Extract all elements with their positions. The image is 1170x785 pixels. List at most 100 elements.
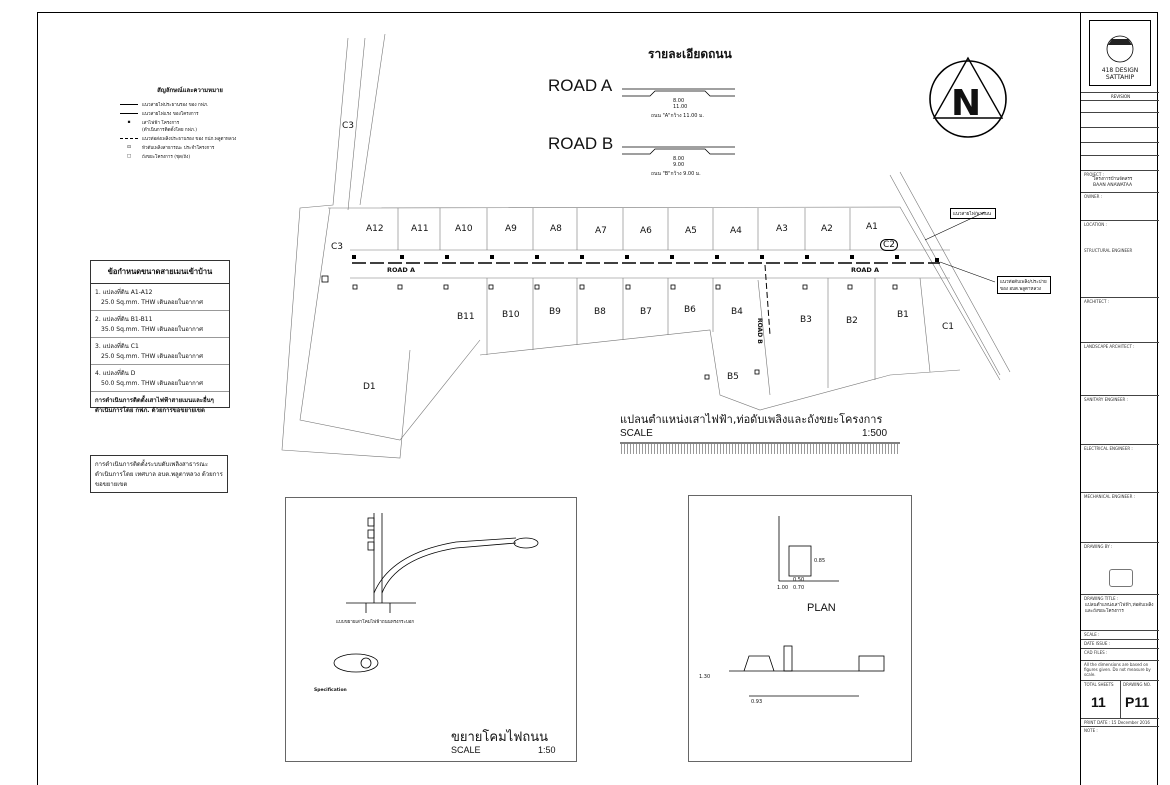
cable-spec: 25.0 Sq.mm. THW เดินลอยในอากาศ (101, 353, 203, 360)
revision-label: REVISION (1111, 94, 1131, 99)
lot-label: B11 (457, 312, 475, 322)
table-row: 3. แปลงที่ดิน C1 25.0 Sq.mm. THW เดินลอย… (91, 338, 229, 365)
road-b-total: 9.00 (673, 162, 685, 168)
lot-label: D1 (363, 382, 376, 392)
lot-label: B3 (800, 315, 812, 325)
road-a-total: 11.00 (673, 104, 688, 110)
lot-label: A5 (685, 226, 697, 236)
lot-label: A2 (821, 224, 833, 234)
drawing-title: แปลนตำแหน่งเสาไฟฟ้า,ท่อดับเพลิง และถังขย… (1085, 603, 1154, 614)
legend-item: แนวท่อส่งเพลิงประธานรอง ของ กปภ.พลูตาหลว… (142, 137, 237, 142)
lamp-scale-value: 1:50 (538, 745, 556, 755)
lot-label: B6 (684, 305, 696, 315)
site-plan-scale-label: SCALE (620, 428, 653, 439)
cable-lot: 2. แปลงที่ดิน B1-B11 (95, 316, 153, 323)
drawn-by-label: DRAWING BY : (1084, 544, 1113, 549)
trash-plan-label: PLAN (807, 602, 836, 614)
road-a-width: 8.00 (673, 98, 685, 104)
lot-label: A9 (505, 224, 517, 234)
firm-logo-icon (1106, 35, 1134, 63)
road-b-width: 8.00 (673, 156, 685, 162)
signature (1109, 569, 1133, 587)
road-b-label: ROAD B (548, 134, 614, 153)
legend-title: สัญลักษณ์และความหมาย (157, 87, 223, 94)
legend: สัญลักษณ์และความหมาย แนวสายไฟประธานรอง ข… (120, 85, 260, 160)
location-label: LOCATION : (1084, 222, 1107, 227)
cable-spec: 50.0 Sq.mm. THW เดินลอยในอากาศ (101, 380, 203, 387)
road-detail-title: รายละเอียดถนน (648, 47, 732, 61)
lot-label: A1 (866, 222, 878, 232)
cable-table-footer: การดำเนินการติดตั้งเสาไฟฟ้าสายเมนและอื่น… (95, 397, 214, 414)
total-sheets-label: TOTAL SHEETS (1084, 682, 1114, 687)
lot-label: B5 (727, 372, 739, 382)
lamp-caption: แบบขยายเสาโคมไฟฟ้าถนนทรงกระบอก (336, 620, 415, 625)
project-label: PROJECT : (1084, 172, 1104, 177)
dim-label: 0.85 (814, 558, 826, 564)
lot-label: B4 (731, 307, 743, 317)
firm-logo: 418 DESIGN SATTAHIP (1089, 20, 1151, 86)
owner-label: OWNER : (1084, 194, 1103, 199)
dim-label: 0.70 (793, 585, 805, 591)
dim-label: 0.50 (793, 577, 805, 583)
road-a-label-plan: ROAD A (387, 266, 416, 274)
legend-item: แนวสายไฟแรง ของโครงการ (142, 112, 199, 117)
road-a-label: ROAD A (548, 76, 613, 95)
lot-label: A8 (550, 224, 562, 234)
road-a-caption: ถนน "A"กว้าง 11.00 ม. (651, 113, 704, 119)
site-plan-title: แปลนตำแหน่งเสาไฟฟ้า,ท่อดับเพลิงและถังขยะ… (620, 413, 883, 426)
lot-label: B1 (897, 310, 909, 320)
road-a-label-plan: ROAD A (851, 266, 880, 274)
dim-label: 1.30 (699, 674, 711, 680)
trash-bin-detail: 1.00 0.70 0.50 0.85 0.93 1.30 PLAN (688, 495, 912, 762)
legend-item: ถังขยะโครงการ (ชุด/ถัง) (142, 155, 191, 160)
table-row: 1. แปลงที่ดิน A1-A12 25.0 Sq.mm. THW เดิ… (91, 284, 229, 311)
table-row: 2. แปลงที่ดิน B1-B11 35.0 Sq.mm. THW เดิ… (91, 311, 229, 338)
cad-label: CAD FILES : (1084, 650, 1108, 655)
legend-item: เสาไฟฟ้า โครงการ (142, 121, 180, 126)
lot-label: C3 (331, 242, 344, 252)
electrical-label: ELECTRICAL ENGINEER : (1084, 446, 1133, 451)
lot-label: B10 (502, 310, 520, 320)
lamp-spec-title: Specification (314, 688, 347, 693)
lot-label: A11 (411, 224, 429, 234)
road-b-caption: ถนน "B"กว้าง 9.00 ม. (651, 171, 701, 177)
fire-hydrant-note: การดำเนินการติดตั้งระบบดับเพลิงสาธารณะ ด… (90, 455, 228, 493)
lot-label: A7 (595, 226, 607, 236)
dim-label: 0.93 (751, 699, 763, 705)
lot-label: B8 (594, 307, 606, 317)
cable-spec: 35.0 Sq.mm. THW เดินลอยในอากาศ (101, 326, 203, 333)
street-lamp-drawing (333, 513, 539, 673)
lot-label: A12 (366, 224, 384, 234)
architect-label: ARCHITECT : (1084, 299, 1110, 304)
total-sheets: 11 (1091, 694, 1106, 710)
lot-label: B7 (640, 307, 652, 317)
dim-label: 1.00 (777, 585, 789, 591)
scale-label: SCALE : (1084, 632, 1100, 637)
lot-label: B2 (846, 316, 858, 326)
lot-label: B9 (549, 307, 561, 317)
firm-city: SATTAHIP (1105, 74, 1135, 81)
cable-spec-table: ข้อกำหนดขนาดสายเมนเข้าบ้าน 1. แปลงที่ดิน… (90, 260, 230, 414)
north-arrow-icon: N (951, 83, 982, 124)
mechanical-label: MECHANICAL ENGINEER : (1084, 494, 1135, 499)
cable-lot: 1. แปลงที่ดิน A1-A12 (95, 289, 153, 296)
callout-fire-pipe: แนวท่อดับเพลิง/ประปาย ของ อบต.พลูตาหลวง (997, 276, 1051, 294)
lot-label: A4 (730, 226, 742, 236)
legend-item: แนวสายไฟประธานรอง ของ กฟภ. (142, 103, 209, 108)
landscape-label: LANDSCAPE ARCHITECT : (1084, 344, 1135, 349)
project-sub: BAAN ANAWATAA (1093, 183, 1133, 188)
site-plan-drawing (281, 33, 1011, 459)
legend-item: หัวดับเพลิงสาธารณะ ประจำโครงการ (142, 146, 215, 151)
project-name: โครงการบ้านจัดสรร (1093, 177, 1133, 182)
lot-label: C2 (880, 239, 899, 251)
lamp-scale-label: SCALE (451, 745, 481, 755)
sanitary-label: SANITARY ENGINEER : (1084, 397, 1128, 402)
table-row: 4. แปลงที่ดิน D 50.0 Sq.mm. THW เดินลอยใ… (91, 365, 229, 392)
print-date: PRINT DATE : 15 December 2016 (1084, 720, 1150, 725)
drawing-number: P11 (1125, 694, 1150, 710)
drawing-no-label: DRAWING NO. (1123, 682, 1151, 687)
legend-item: (ดำเนินการติดตั้งโดย กฟภ.) (142, 128, 197, 133)
road-b-label-plan: ROAD B (756, 318, 763, 344)
firm-name: 418 DESIGN (1101, 67, 1139, 74)
lot-label: A3 (776, 224, 788, 234)
